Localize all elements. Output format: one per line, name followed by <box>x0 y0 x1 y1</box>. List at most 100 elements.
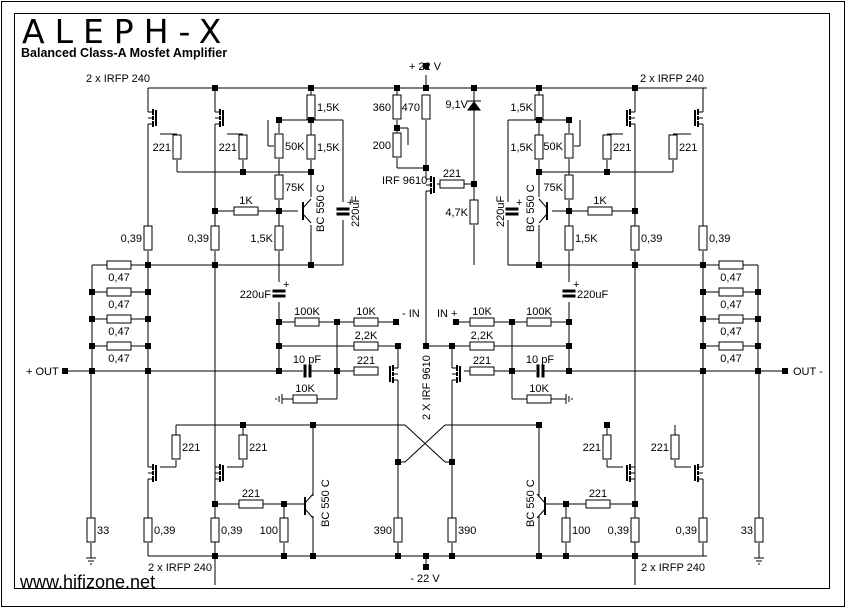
junction-dot <box>700 316 706 322</box>
junction-dot <box>536 117 542 123</box>
junction-dot <box>395 343 401 349</box>
junction-dot <box>145 262 151 268</box>
bjt-collector <box>538 198 548 209</box>
resistor-value: 221 <box>679 142 697 154</box>
resistor-value: 1,5K <box>575 233 598 245</box>
bottom-left-mosfets-label: 2 x IRFP 240 <box>148 562 212 574</box>
resistor: 100K <box>526 306 553 327</box>
resistor-value: 1,5K <box>510 142 533 154</box>
resistor-body <box>447 517 457 543</box>
resistor-value: 221 <box>219 142 237 154</box>
junction-dot <box>276 208 282 214</box>
resistor-body <box>469 317 495 327</box>
bjt-emitter <box>302 213 312 224</box>
resistor-body <box>561 517 571 543</box>
junction-dot <box>536 85 542 91</box>
resistor: 0,39 <box>630 225 662 251</box>
junction-dot <box>276 368 282 374</box>
resistor-value: 1K <box>593 195 607 207</box>
junction-dot <box>89 368 95 374</box>
resistor-value: 0,47 <box>108 299 129 311</box>
zener-triangle <box>467 101 481 111</box>
junction-dot <box>700 262 706 268</box>
resistor-body <box>439 179 465 189</box>
resistor-body <box>392 132 402 158</box>
resistor-value: 10K <box>295 383 315 395</box>
resistor-value: 2,2K <box>471 330 494 342</box>
cap-plate <box>272 294 286 298</box>
junction-dot <box>145 316 151 322</box>
resistor: 390 <box>374 517 403 543</box>
capacitor: +220uF <box>336 196 362 227</box>
resistor-value: 360 <box>373 102 391 114</box>
resistor: 0,47 <box>106 341 132 365</box>
junction-dot <box>563 501 569 507</box>
in-minus-terminal[interactable]: - IN <box>402 308 420 320</box>
mosfet-icon <box>626 455 636 491</box>
resistor: 470 <box>402 94 431 120</box>
resistor-value: 1,5K <box>317 142 340 154</box>
out-plus-terminal[interactable]: + OUT <box>26 366 59 378</box>
resistor-body <box>292 394 318 404</box>
resistor: 75K <box>543 174 574 200</box>
resistor: 1K <box>233 195 259 216</box>
resistor-body <box>469 199 479 225</box>
resistor: 33 <box>86 517 109 543</box>
bjt-emitter <box>538 213 548 224</box>
resistor-body <box>306 94 316 120</box>
cap-plate <box>272 289 286 293</box>
out-minus-terminal[interactable]: OUT - <box>793 366 823 378</box>
resistor-value: 0,39 <box>608 525 629 537</box>
website-link[interactable]: www.hifizone.net <box>20 572 156 592</box>
resistor-body <box>718 260 744 270</box>
resistor-body <box>106 341 132 351</box>
mosfet-icon <box>214 100 224 136</box>
resistor: 10K <box>469 306 495 327</box>
junction-dot <box>632 501 638 507</box>
transistor-label-tl: BC 550 C <box>315 184 327 232</box>
resistor-body <box>602 134 612 160</box>
supply-negative-label: - 22 V <box>410 573 440 585</box>
top-left-mosfets-label: 2 x IRFP 240 <box>86 73 150 85</box>
bjt-collector <box>536 493 546 504</box>
junction-dot <box>449 459 455 465</box>
resistor-body <box>106 260 132 270</box>
resistor: 4,7K <box>445 199 479 225</box>
cap-plate <box>303 364 307 378</box>
bjt-icon <box>536 493 546 519</box>
resistor-body <box>171 434 181 460</box>
resistor: 1,5K <box>564 225 598 251</box>
resistor-body <box>210 517 220 543</box>
junction-dot <box>632 208 638 214</box>
resistor-value: 4,7K <box>445 207 468 219</box>
capacitor-value: 220uF <box>350 196 362 227</box>
junction-dot <box>212 208 218 214</box>
junction-dot <box>449 553 455 559</box>
in-plus-terminal[interactable]: IN + <box>437 308 457 320</box>
resistor-body <box>469 341 495 351</box>
resistor-value: 33 <box>741 525 753 537</box>
resistor-value: 221 <box>357 355 375 367</box>
junction-dot <box>212 553 218 559</box>
resistor: 0,47 <box>718 260 744 284</box>
resistor: 221 <box>238 488 264 509</box>
resistor-body <box>534 94 544 120</box>
cap-plate <box>336 212 350 216</box>
resistor: 0,47 <box>106 260 132 284</box>
resistor-body <box>469 366 495 376</box>
junction-dot <box>755 343 761 349</box>
capacitor-value: 10 pF <box>293 354 321 366</box>
bjts-layer <box>302 198 548 519</box>
junction-dot <box>755 368 761 374</box>
resistor-value: 100K <box>294 306 320 318</box>
resistor: 0,47 <box>106 314 132 338</box>
resistor-value: 221 <box>473 355 491 367</box>
resistor-body <box>718 287 744 297</box>
inner-frame <box>14 13 830 589</box>
junction-dot <box>89 343 95 349</box>
resistor-body <box>585 499 611 509</box>
resistor-value: 2,2K <box>355 330 378 342</box>
resistor-body <box>526 317 552 327</box>
resistor: 0,39 <box>698 225 730 251</box>
